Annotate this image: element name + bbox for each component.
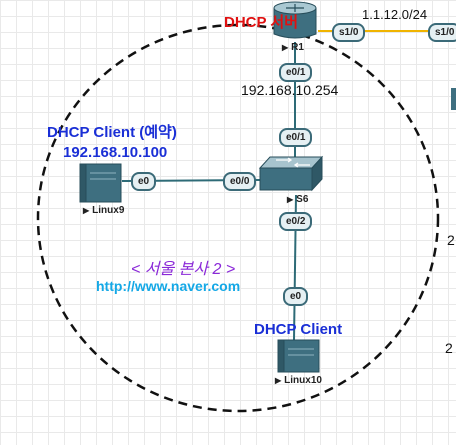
port-remote-s1-0[interactable]: s1/0 — [428, 23, 456, 42]
port-linux9-e0[interactable]: e0 — [131, 172, 157, 191]
host-linux10-label: ▶Linux10 — [275, 375, 322, 386]
switch-s6-label: ▶S6 — [287, 194, 308, 205]
port-s6-e0-1[interactable]: e0/1 — [279, 128, 313, 147]
site-url-label: http://www.naver.com — [96, 278, 241, 294]
host-linux10-name: Linux10 — [284, 375, 322, 386]
router-r1-name: R1 — [291, 42, 304, 53]
host-linux9[interactable] — [79, 163, 122, 203]
port-r1-s1-0[interactable]: s1/0 — [332, 23, 366, 42]
port-r1-e0-1[interactable]: e0/1 — [279, 63, 313, 82]
wan-network-label: 1.1.12.0/24 — [362, 7, 428, 22]
router-r1[interactable] — [273, 1, 317, 39]
linux9-ip: 192.168.10.100 — [63, 144, 168, 161]
router-r1-label: ▶R1 — [282, 42, 304, 53]
play-icon: ▶ — [275, 376, 282, 385]
switch-s6[interactable] — [258, 155, 324, 192]
port-s6-e0-0[interactable]: e0/0 — [223, 172, 257, 191]
linux9-title: DHCP Client (예약) — [47, 124, 177, 141]
site-boundary — [36, 23, 440, 413]
port-linux10-e0[interactable]: e0 — [283, 287, 309, 306]
gateway-ip-label: 192.168.10.254 — [241, 82, 339, 98]
play-icon: ▶ — [282, 43, 289, 52]
host-linux9-name: Linux9 — [92, 205, 125, 216]
edge-mark-1: 2 — [447, 232, 455, 248]
edge-device-stub — [451, 88, 456, 110]
port-s6-e0-2[interactable]: e0/2 — [279, 212, 313, 231]
site-name-label: < 서울 본사 2 > — [131, 261, 236, 278]
host-linux9-label: ▶Linux9 — [83, 205, 124, 216]
linux10-title: DHCP Client — [254, 321, 343, 338]
host-linux10[interactable] — [277, 339, 320, 373]
play-icon: ▶ — [287, 195, 294, 204]
dhcp-server-label: DHCP 서버 — [224, 14, 298, 31]
switch-s6-name: S6 — [296, 194, 309, 205]
play-icon: ▶ — [83, 206, 90, 215]
edge-mark-2: 2 — [445, 340, 453, 356]
